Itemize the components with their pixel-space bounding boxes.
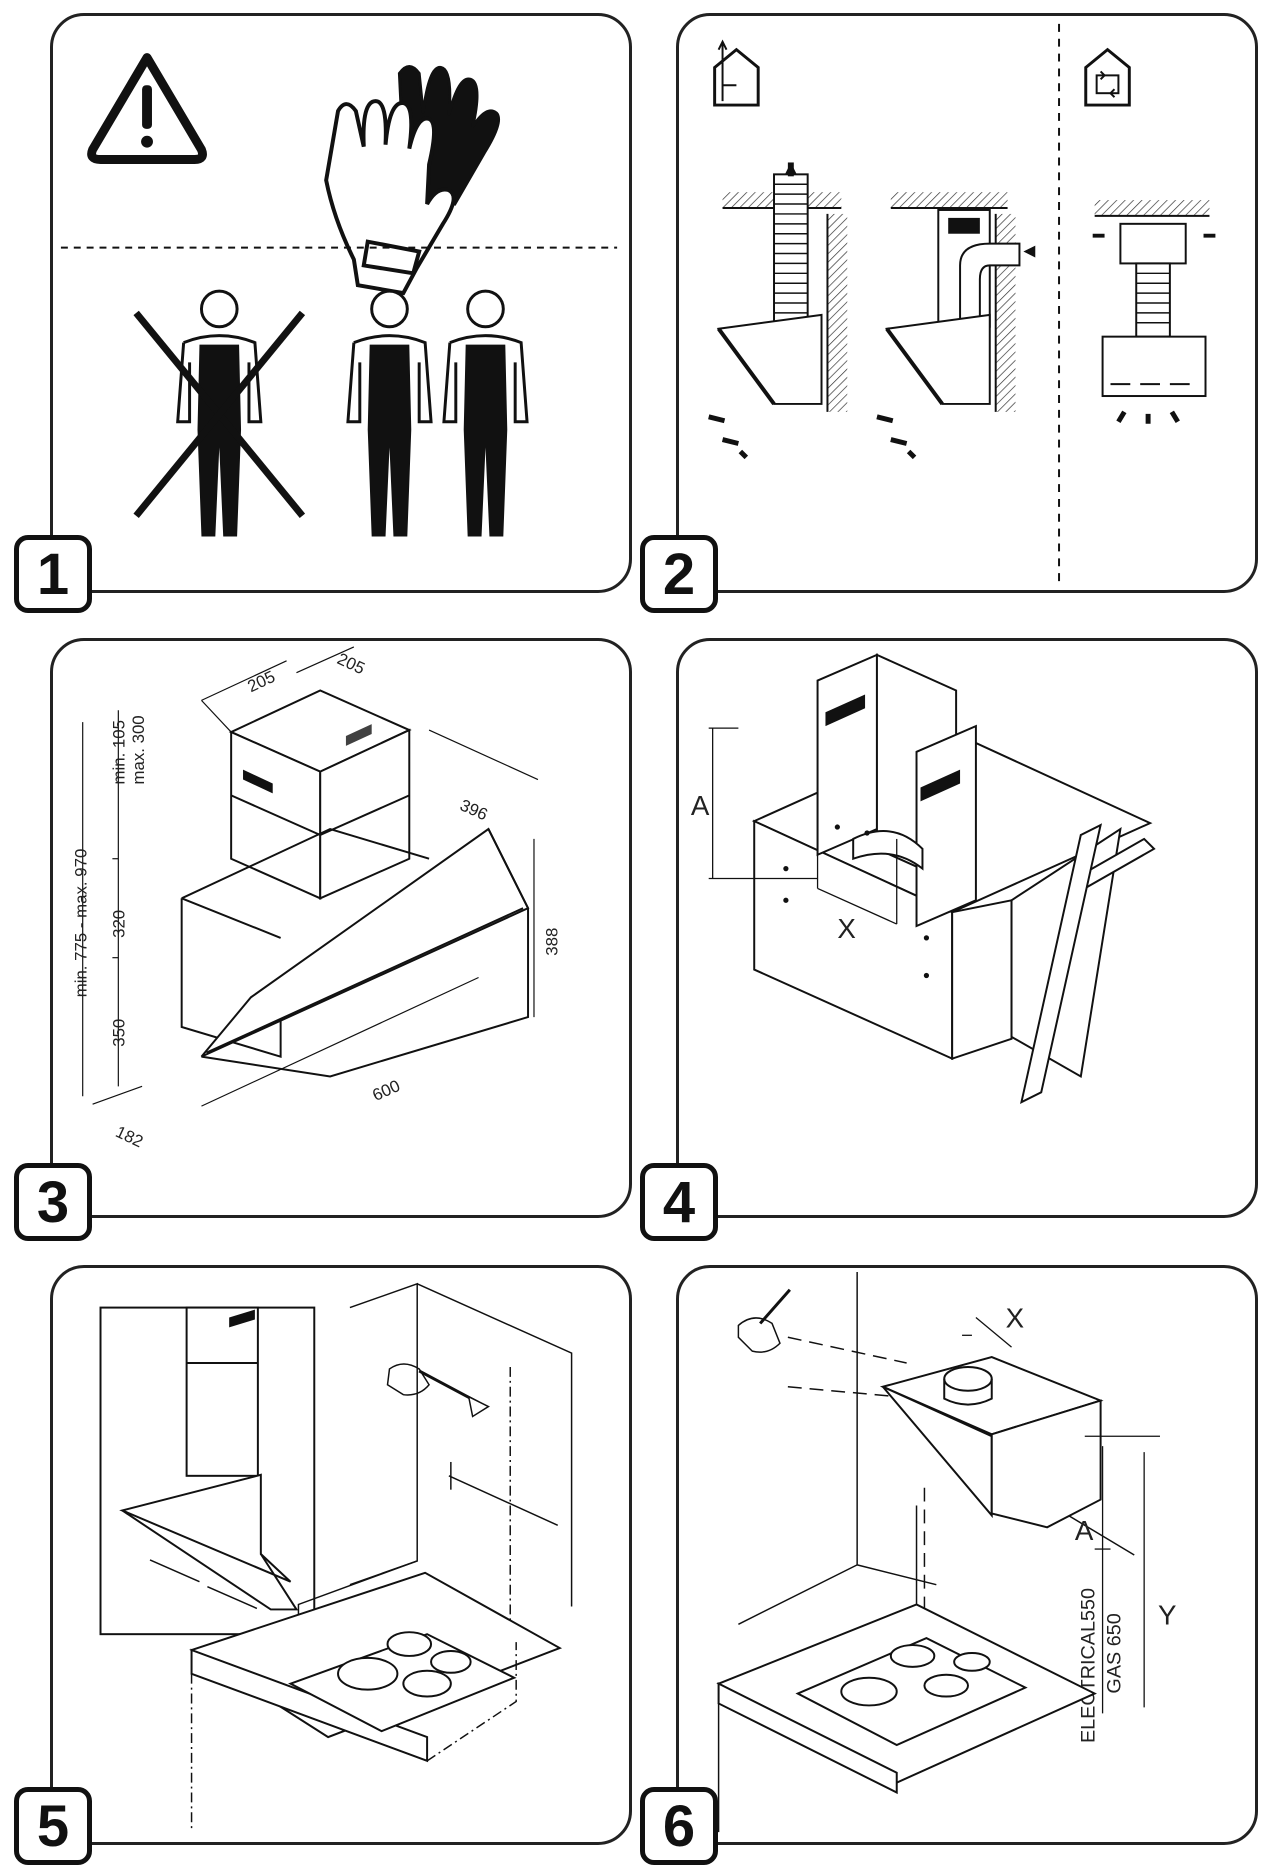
dimension-lines [82,646,539,1107]
step-badge-4: 4 [640,1163,718,1241]
panel-6-height-installation: X A Y ELECTRICAL550 GAS 650 [676,1265,1258,1845]
dim-top-max: max. 300 [129,715,148,784]
hood-side-duct [876,192,1036,460]
step-badge-1: 1 [14,535,92,613]
dim-duct-width-1: 205 [245,667,278,696]
step-badge-6: 6 [640,1787,718,1865]
chimney-vents [825,694,961,802]
dim-duct-width-2: 205 [334,649,367,678]
label-x: X [837,913,855,944]
chimney-outline [228,689,412,900]
label-gas-height: GAS 650 [1103,1613,1125,1693]
guide-lines [787,1336,926,1664]
dim-side-height: 388 [543,928,562,956]
chimney-vents [243,724,372,794]
panel-5-art [99,1282,573,1833]
measurement-arrows [149,1461,559,1610]
countertop-with-hob [716,1603,1097,1795]
hood-body-rear [751,730,1156,1104]
hand-marking-icon [737,1288,791,1353]
panel-5-marking [50,1265,632,1845]
dim-depth: 396 [457,796,490,825]
dim-total-height: min. 775 - max. 970 [72,849,91,998]
label-a: A [691,790,710,821]
dim-chimney-height: 320 [109,910,128,938]
label-a: A [1075,1515,1094,1546]
panel-3-dimensions: 205 205 min. 105 max. 300 min. 775 - max… [50,638,632,1218]
hood-vertical-duct [708,162,848,460]
panel-4-art: A X [691,653,1156,1104]
label-x: X [1006,1302,1024,1333]
warning-icon [87,53,207,164]
dim-body-height: 350 [109,1019,128,1047]
hand-marking-icon [386,1363,490,1418]
dimension-lines [708,727,930,979]
dim-bottom-depth: 182 [113,1122,146,1151]
hood-inset [119,1306,299,1611]
panel-4-wall-bracket: A X [676,638,1258,1218]
house-extraction-icon [713,39,760,107]
hood-body-outline [180,827,530,1078]
hood-recirculation [1092,200,1216,424]
hood-mounted [879,1356,1104,1529]
panel-3-art: 205 205 min. 105 max. 300 min. 775 - max… [72,646,562,1151]
panel-2-art [708,23,1216,586]
panel-1-safety [50,13,632,593]
panel-1-art [60,53,618,537]
gloves-icon [324,65,501,296]
two-installers [346,289,529,537]
step-badge-2: 2 [640,535,718,613]
step-badge-5: 5 [14,1787,92,1865]
dim-top-min: min. 105 [109,720,128,784]
label-y: Y [1158,1599,1176,1630]
panel-6-art: X A Y ELECTRICAL550 GAS 650 [716,1271,1176,1833]
single-installer-crossed [133,289,306,537]
house-recirculation-icon [1084,47,1131,107]
step-badge-3: 3 [14,1163,92,1241]
dimension-lines [962,1316,1160,1714]
label-electrical-height: ELECTRICAL550 [1078,1588,1100,1743]
countertop-with-hob [189,1571,563,1763]
panel-2-ventilation-modes [676,13,1258,593]
dim-width: 600 [370,1076,403,1105]
